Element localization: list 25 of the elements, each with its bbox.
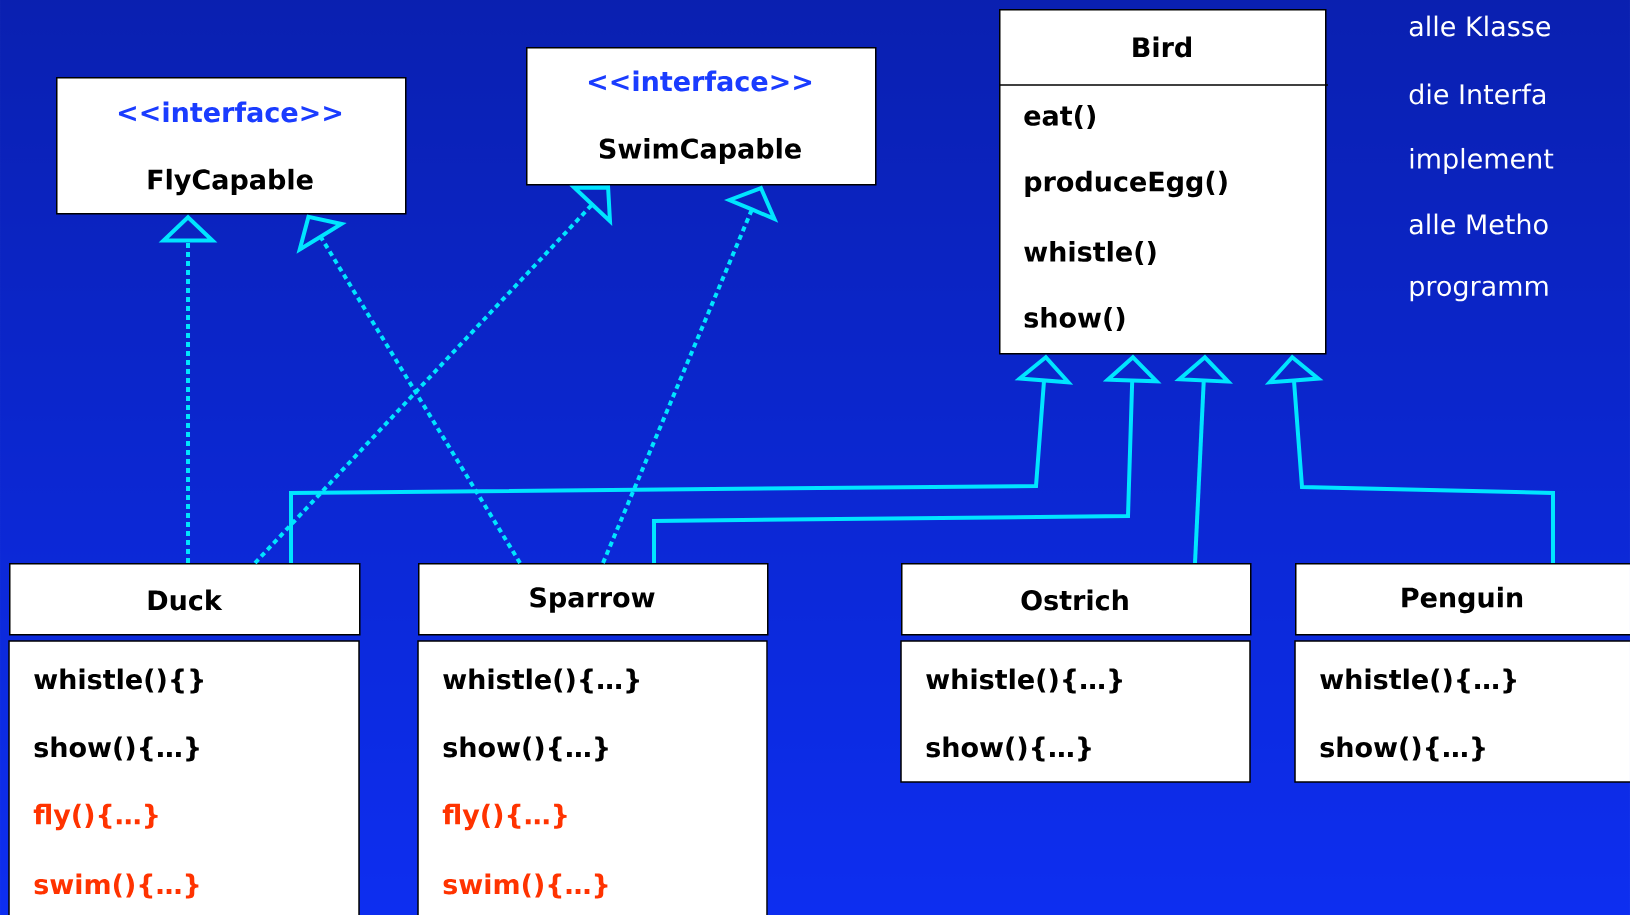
method-text: show(){…} [1320, 736, 1485, 762]
class-name-box: Ostrich [901, 563, 1252, 636]
method-text: whistle(){…} [1320, 668, 1516, 694]
method-text: show(){…} [34, 736, 199, 762]
note-text: implement [1410, 147, 1554, 175]
class-name-box: Sparrow [418, 563, 769, 636]
method-text: whistle(){…} [443, 668, 639, 694]
class-box: Bird eat() produceEgg() whistle() show() [998, 9, 1329, 355]
note-text: programm [1410, 280, 1548, 302]
method-text: show(){…} [443, 736, 608, 762]
class-name-box: Duck [9, 563, 361, 636]
method-text: whistle(){} [34, 668, 203, 694]
method-text: show(){…} [926, 736, 1091, 762]
class-name-box: Penguin [1295, 563, 1630, 636]
method-text: swim(){…} [443, 873, 608, 899]
interface-box: <<interface>> FlyCapable [56, 77, 407, 215]
interface-box: <<interface>> SwimCapable [526, 47, 877, 186]
method-text: fly(){…} [33, 803, 158, 831]
method-text: fly(){…} [442, 803, 567, 831]
inheritance-arrow [296, 214, 522, 565]
note-text: die Interfa [1409, 83, 1545, 105]
method-text: whistle(){…} [926, 668, 1122, 694]
note-text: alle Klasse [1409, 15, 1550, 37]
note-text: alle Metho [1409, 213, 1548, 235]
method-text: swim(){…} [34, 873, 199, 899]
